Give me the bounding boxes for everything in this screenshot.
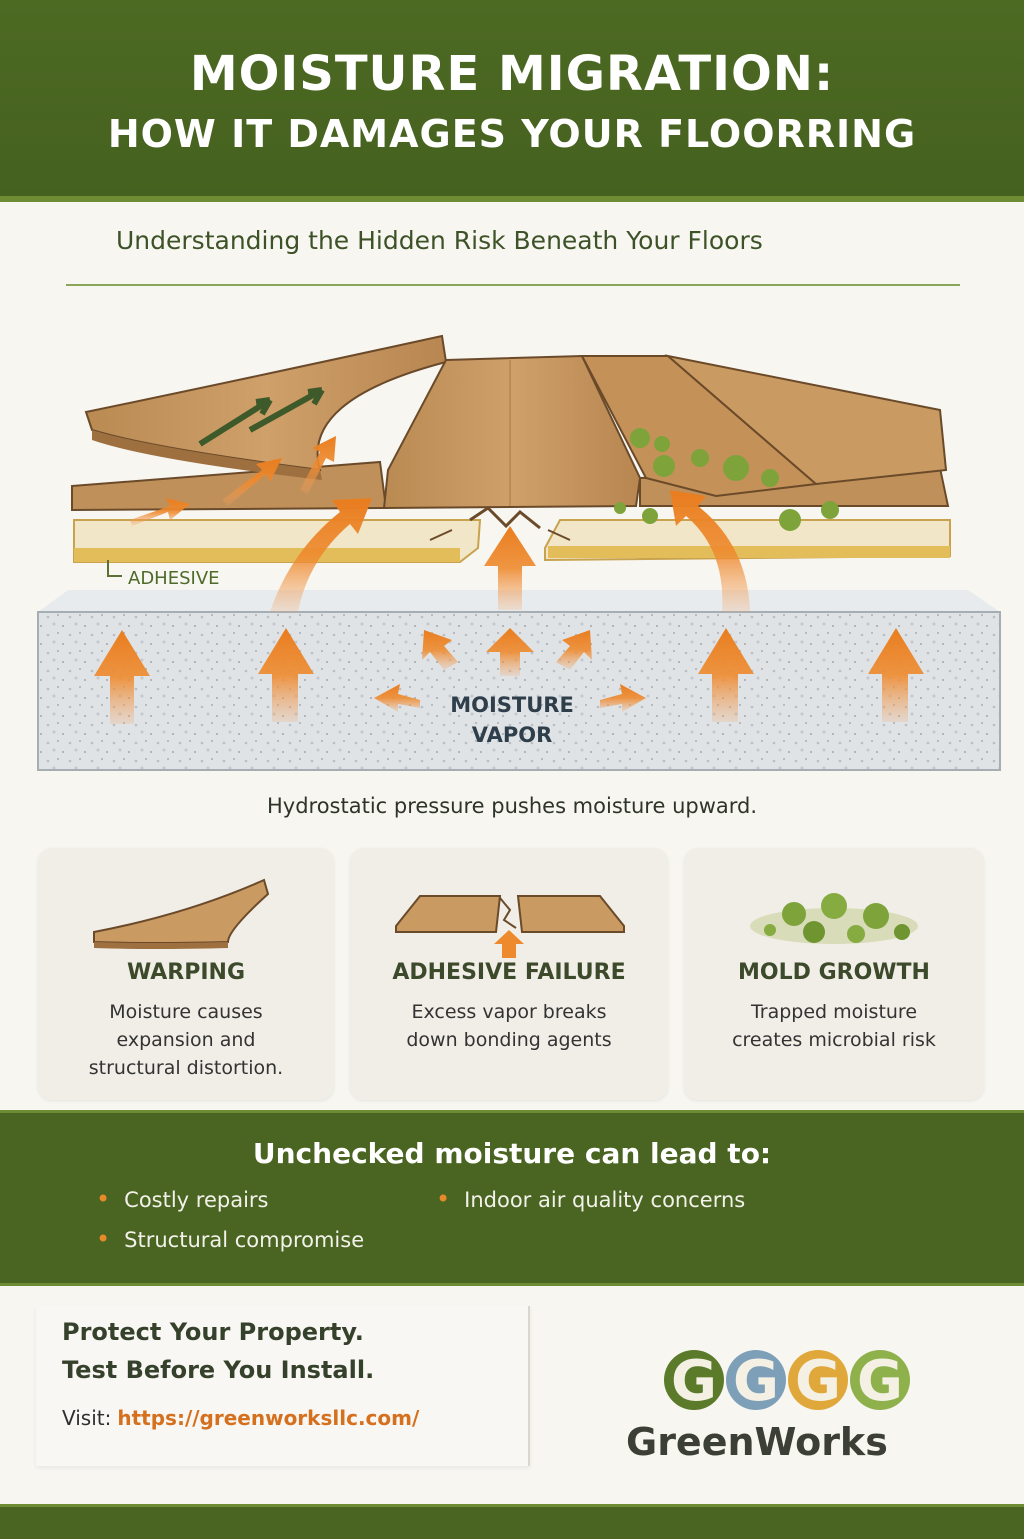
- visit-line: Visit:https://greenworksllc.com/: [62, 1406, 419, 1430]
- moisture-vapor-label-line1: MOISTURE: [450, 693, 574, 717]
- card-adhesive-failure: ADHESIVE FAILURE Excess vapor breaks dow…: [350, 848, 668, 1100]
- bullet-text: Structural compromise: [124, 1228, 365, 1252]
- warped-board-icon: [93, 878, 270, 949]
- card-desc-line: expansion and: [116, 1029, 256, 1051]
- logo-letter: G: [733, 1349, 779, 1414]
- card-warping: WARPING Moisture causes expansion and st…: [38, 848, 334, 1100]
- card-desc-warping: Moisture causes expansion and structural…: [52, 998, 320, 1082]
- logo-letter: G: [671, 1349, 717, 1414]
- bullet-icon: •: [436, 1185, 451, 1213]
- page-subtitle: Understanding the Hidden Risk Beneath Yo…: [116, 226, 763, 255]
- moisture-arrows: [94, 436, 924, 724]
- brand-name: GreenWorks: [626, 1420, 888, 1464]
- warped-board: [84, 334, 448, 480]
- greenworks-logo: G G G G: [664, 1349, 910, 1414]
- adhesive-label: ADHESIVE: [128, 568, 220, 589]
- mold-cluster-icon: [750, 893, 918, 944]
- logo-letter: G: [795, 1349, 841, 1414]
- moisture-arrow-icon: [494, 930, 524, 958]
- adhesive-layer: [73, 506, 951, 563]
- visit-label: Visit:: [62, 1406, 112, 1430]
- illustration-caption: Hydrostatic pressure pushes moisture upw…: [266, 794, 758, 818]
- cracked-board-icon: [395, 895, 625, 958]
- card-desc-mold-growth: Trapped moisture creates microbial risk: [698, 998, 970, 1054]
- card-title-mold-growth: MOLD GROWTH: [738, 960, 930, 985]
- cta-line2: Test Before You Install.: [62, 1356, 375, 1384]
- header-banner: MOISTURE MIGRATION: HOW IT DAMAGES YOUR …: [0, 0, 1024, 202]
- moisture-vapor-label-line2: VAPOR: [472, 723, 553, 747]
- subtitle-divider: [66, 284, 960, 286]
- consequences-band: Unchecked moisture can lead to: • Costly …: [0, 1110, 1024, 1286]
- cta-box: Protect Your Property. Test Before You I…: [36, 1306, 530, 1466]
- list-item: • Indoor air quality concerns: [436, 1185, 745, 1213]
- list-item: • Costly repairs: [96, 1185, 268, 1213]
- card-desc-line: Excess vapor breaks: [411, 1001, 607, 1023]
- card-desc-line: Moisture causes: [109, 1001, 263, 1023]
- card-desc-line: structural distortion.: [88, 1057, 284, 1079]
- card-desc-line: Trapped moisture: [750, 1001, 918, 1023]
- bottom-bar: [0, 1504, 1024, 1539]
- card-desc-line: creates microbial risk: [732, 1029, 936, 1051]
- card-mold-growth: MOLD GROWTH Trapped moisture creates mic…: [684, 848, 984, 1100]
- center-floor-boards: [382, 354, 948, 510]
- cta-line1: Protect Your Property.: [62, 1318, 364, 1346]
- card-title-adhesive-failure: ADHESIVE FAILURE: [392, 960, 626, 985]
- bullet-icon: •: [96, 1225, 111, 1253]
- bullet-text: Indoor air quality concerns: [464, 1188, 746, 1212]
- floor-cross-section-illustration: ADHESIVE MOISTURE VAPOR: [37, 334, 1001, 771]
- page-title-line2: HOW IT DAMAGES YOUR FLOORRING: [107, 112, 917, 156]
- bullet-text: Costly repairs: [124, 1188, 269, 1212]
- mold-patches: [614, 428, 839, 531]
- logo-letter: G: [857, 1349, 903, 1414]
- list-item: • Structural compromise: [96, 1225, 364, 1253]
- consequences-title: Unchecked moisture can lead to:: [252, 1137, 772, 1170]
- page-title-line1: MOISTURE MIGRATION:: [189, 46, 835, 102]
- card-desc-line: down bonding agents: [406, 1029, 612, 1051]
- card-title-warping: WARPING: [126, 960, 246, 985]
- website-link[interactable]: https://greenworksllc.com/: [117, 1406, 420, 1430]
- card-desc-adhesive-failure: Excess vapor breaks down bonding agents: [364, 998, 654, 1054]
- bullet-icon: •: [96, 1185, 111, 1213]
